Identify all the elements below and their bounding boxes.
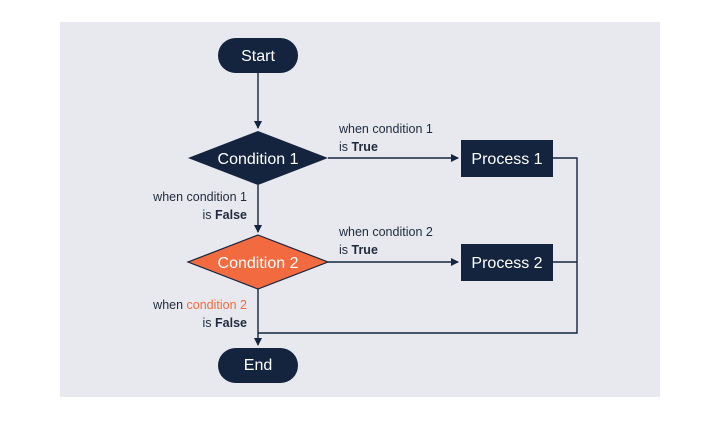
edge-label-line: is True	[339, 140, 378, 154]
process2-label: Process 2	[471, 255, 542, 272]
edge-label-condition2-false: when condition 2 is False	[152, 298, 247, 330]
condition2-label: Condition 2	[218, 255, 299, 272]
edge-label-condition2-true: when condition 2 is True	[338, 225, 433, 257]
edge-label-line: when condition 1	[152, 190, 247, 204]
edge-label-line: is True	[339, 243, 378, 257]
end-node: End	[218, 348, 298, 383]
edge-process1-to-end	[258, 157, 578, 334]
diagram-panel	[60, 22, 660, 397]
edge-label-condition1-false: when condition 1 is False	[152, 190, 247, 222]
process1-node: Process 1	[461, 140, 553, 177]
start-label: Start	[241, 48, 275, 65]
edge-label-line: is False	[203, 316, 248, 330]
edge-label-line: when condition 2	[338, 225, 433, 239]
end-label: End	[244, 357, 272, 374]
process1-label: Process 1	[471, 151, 542, 168]
edge-label-line: is False	[203, 208, 248, 222]
condition2-node: Condition 2	[186, 234, 330, 290]
condition1-label: Condition 1	[218, 151, 299, 168]
edge-label-condition1-true: when condition 1 is True	[338, 122, 433, 154]
start-node: Start	[218, 38, 298, 73]
edge-label-line: when condition 2	[152, 298, 247, 312]
edge-label-line: when condition 1	[338, 122, 433, 136]
condition1-node: Condition 1	[188, 131, 328, 185]
process2-node: Process 2	[461, 244, 553, 281]
connectors	[254, 73, 578, 346]
